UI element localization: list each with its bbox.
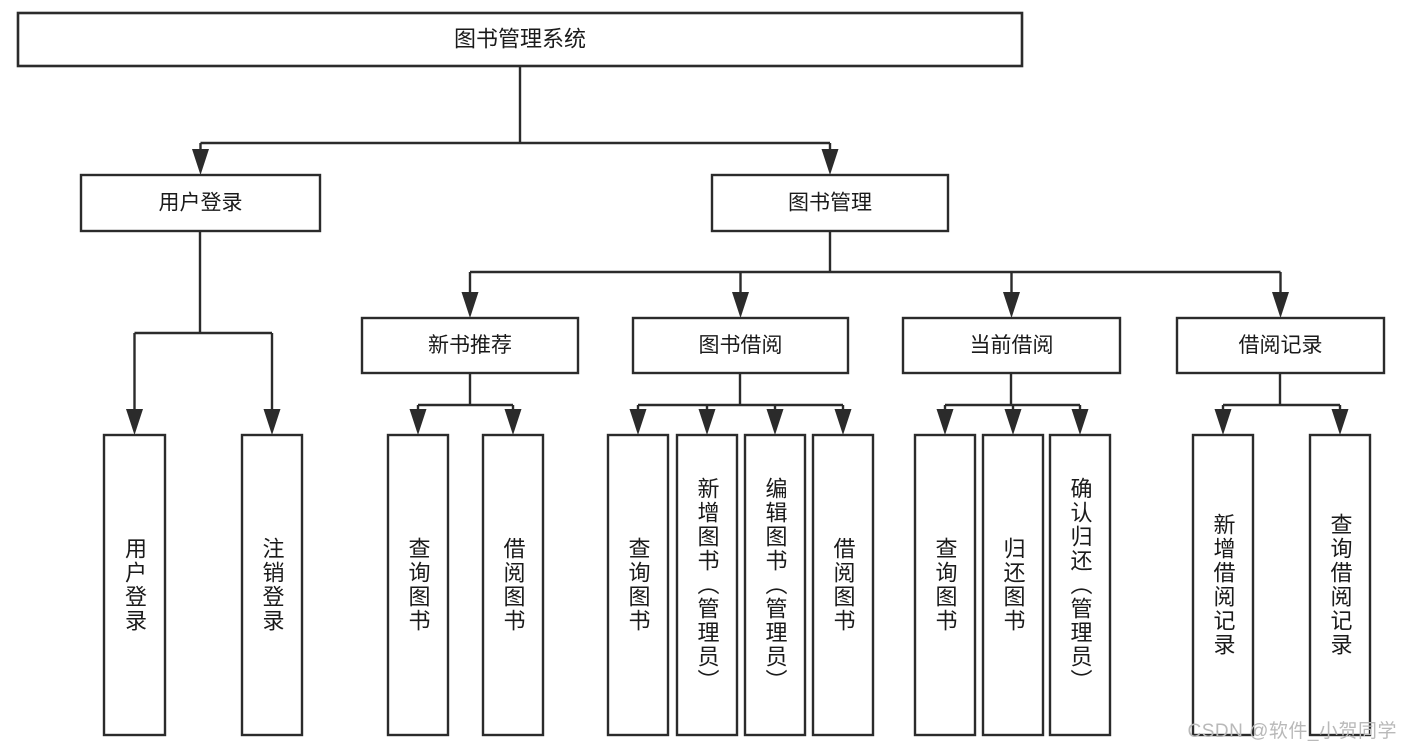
node-leaf-logout[interactable] <box>240 433 304 737</box>
node-leaf-add-record[interactable] <box>1191 433 1255 737</box>
node-leaf-edit-book[interactable] <box>743 433 807 737</box>
node-current-borrow[interactable]: 当前借阅 <box>901 316 1122 375</box>
connector-userlogin-to-leaves <box>126 231 281 435</box>
node-box-leaf-edit-book[interactable] <box>743 433 807 737</box>
node-label-borrow-record: 借阅记录 <box>1239 334 1323 357</box>
node-leaf-query-book-1[interactable] <box>386 433 450 737</box>
node-box-leaf-borrow-book-1[interactable] <box>481 433 545 737</box>
node-leaf-return-book[interactable] <box>981 433 1045 737</box>
node-leaf-user-login[interactable] <box>102 433 167 737</box>
node-box-borrow-record[interactable] <box>1175 316 1386 375</box>
node-book-borrow[interactable]: 图书借阅 <box>631 316 850 375</box>
node-new-book-recommend[interactable]: 新书推荐 <box>360 316 580 375</box>
node-box-new-book-recommend[interactable] <box>360 316 580 375</box>
node-leaf-query-book-2[interactable] <box>606 433 670 737</box>
connector-borrow-to-leaves <box>629 373 852 435</box>
node-box-book-borrow[interactable] <box>631 316 850 375</box>
node-leaf-borrow-book-1[interactable] <box>481 433 545 737</box>
node-box-user-login[interactable] <box>79 173 322 233</box>
node-box-leaf-confirm-return[interactable] <box>1048 433 1112 737</box>
node-label-book-manage: 图书管理 <box>788 192 872 215</box>
node-label-user-login: 用户登录 <box>159 192 243 215</box>
connector-root-to-level1 <box>192 66 839 175</box>
node-label-current-borrow: 当前借阅 <box>970 334 1054 357</box>
node-box-leaf-return-book[interactable] <box>981 433 1045 737</box>
node-box-leaf-query-record[interactable] <box>1308 433 1372 737</box>
connector-bookmanage-to-level2 <box>461 231 1289 318</box>
connectors-layer <box>126 66 1349 435</box>
node-box-leaf-query-book-2[interactable] <box>606 433 670 737</box>
node-box-leaf-user-login[interactable] <box>102 433 167 737</box>
node-box-leaf-logout[interactable] <box>240 433 304 737</box>
node-leaf-confirm-return[interactable] <box>1048 433 1112 737</box>
node-leaf-borrow-book-2[interactable] <box>811 433 875 737</box>
node-box-leaf-add-record[interactable] <box>1191 433 1255 737</box>
node-leaf-query-book-3[interactable] <box>913 433 977 737</box>
node-box-leaf-query-book-1[interactable] <box>386 433 450 737</box>
node-box-leaf-add-book[interactable] <box>675 433 739 737</box>
connector-recommend-to-leaves <box>409 373 522 435</box>
node-book-manage[interactable]: 图书管理 <box>710 173 950 233</box>
csdn-watermark: CSDN @软件_小贺同学 <box>1187 721 1397 742</box>
node-borrow-record[interactable]: 借阅记录 <box>1175 316 1386 375</box>
node-box-leaf-query-book-3[interactable] <box>913 433 977 737</box>
node-box-leaf-borrow-book-2[interactable] <box>811 433 875 737</box>
node-label-root: 图书管理系统 <box>454 26 586 51</box>
node-box-book-manage[interactable] <box>710 173 950 233</box>
connector-record-to-leaves <box>1214 373 1349 435</box>
node-user-login[interactable]: 用户登录 <box>79 173 322 233</box>
node-label-book-borrow: 图书借阅 <box>699 334 783 357</box>
node-leaf-query-record[interactable] <box>1308 433 1372 737</box>
node-box-root[interactable] <box>16 11 1024 68</box>
node-root[interactable]: 图书管理系统 <box>16 11 1024 68</box>
node-box-current-borrow[interactable] <box>901 316 1122 375</box>
connector-current-to-leaves <box>936 373 1089 435</box>
node-leaf-add-book[interactable] <box>675 433 739 737</box>
node-label-new-book-recommend: 新书推荐 <box>428 334 512 357</box>
